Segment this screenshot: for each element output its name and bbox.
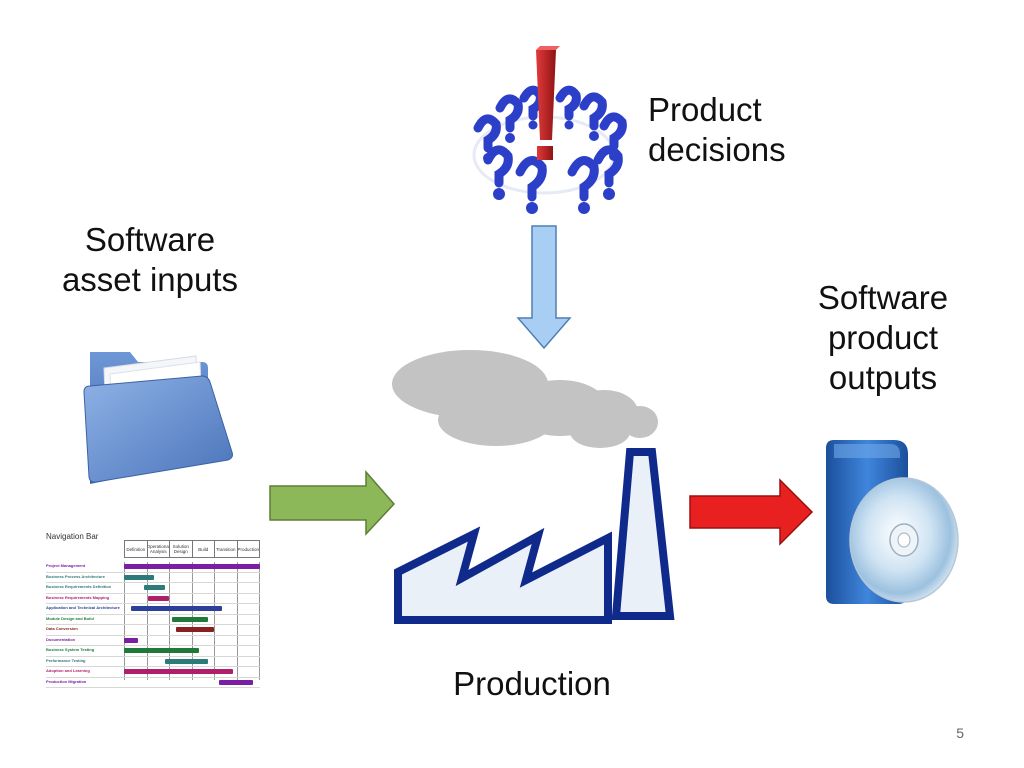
gantt-row: Business Process Architecture <box>46 573 260 583</box>
software-asset-inputs-label: Software asset inputs <box>40 220 260 300</box>
smoke-cloud-icon <box>392 350 658 448</box>
gantt-title: Navigation Bar <box>46 532 99 541</box>
gantt-bar <box>148 595 169 601</box>
gantt-column-header: Transition <box>215 541 238 557</box>
gantt-bar <box>164 658 209 664</box>
gantt-task-name: Business Requirements Definition <box>46 584 112 589</box>
question-marks-ring-with-exclamation-icon <box>472 46 627 214</box>
gantt-column-header: Definition <box>125 541 148 557</box>
gantt-row: Documentation <box>46 636 260 646</box>
gantt-bar <box>124 637 138 643</box>
production-label: Production <box>453 665 611 702</box>
gantt-column-header: Production <box>237 546 260 552</box>
gantt-task-name: Adoption and Learning <box>46 668 90 673</box>
gantt-row: Application and Technical Architecture <box>46 604 260 615</box>
gantt-task-name: Documentation <box>46 636 76 642</box>
factory-icon <box>394 448 675 624</box>
gantt-column-header: Solution Design <box>170 541 193 557</box>
gantt-bar <box>171 616 209 622</box>
gantt-row: Business System Testing <box>46 646 260 657</box>
input-arrow <box>269 470 396 536</box>
gantt-bar <box>124 648 199 653</box>
gantt-task-name: Business Process Architecture <box>46 573 105 579</box>
label-line: Software <box>84 221 216 258</box>
gantt-task-name: Application and Technical Architecture <box>46 605 120 610</box>
gantt-row: Data Conversion <box>46 625 260 636</box>
gantt-column-header: Operational Analysis <box>148 541 170 557</box>
gantt-task-name: Production Migration <box>46 678 87 684</box>
gantt-task-name: Performance Testing <box>46 657 86 663</box>
label-line: product <box>827 319 939 356</box>
gantt-task-name: Business Requirements Mapping <box>46 594 110 600</box>
gantt-column-header: Build <box>193 541 215 557</box>
product-decisions-label: Product decisions <box>648 90 798 170</box>
label-line: asset inputs <box>61 261 239 298</box>
label-line: Product <box>648 91 762 128</box>
gantt-row: Adoption and Learning <box>46 667 260 678</box>
gantt-row: Production Migration <box>46 678 260 688</box>
gantt-bar <box>130 606 222 611</box>
software-product-outputs-label: Software product outputs <box>788 278 978 398</box>
gantt-row: Performance Testing <box>46 657 260 667</box>
label-line: Software <box>817 279 949 316</box>
gantt-row: Business Requirements Mapping <box>46 594 260 604</box>
gantt-row: Business Requirements Definition <box>46 583 260 594</box>
gantt-bar <box>124 564 260 569</box>
gantt-row: Project Management <box>46 562 260 573</box>
gantt-row: Module Design and Build <box>46 615 260 625</box>
gantt-bar <box>124 574 154 580</box>
gantt-bar <box>144 585 165 590</box>
software-box-with-cd-icon <box>826 440 959 604</box>
folder-icon <box>83 352 233 484</box>
slide-number: 5 <box>956 725 964 741</box>
gantt-task-name: Project Management <box>46 563 86 568</box>
output-arrow <box>689 478 814 546</box>
gantt-task-name: Business System Testing <box>46 647 95 652</box>
decision-arrow <box>516 225 572 350</box>
gantt-bar <box>124 669 233 674</box>
label-line: outputs <box>828 359 938 396</box>
gantt-bar <box>175 627 214 632</box>
label-line: decisions <box>648 131 786 168</box>
gantt-task-name: Data Conversion <box>46 626 78 631</box>
gantt-bar <box>219 679 254 685</box>
gantt-task-name: Module Design and Build <box>46 615 94 621</box>
